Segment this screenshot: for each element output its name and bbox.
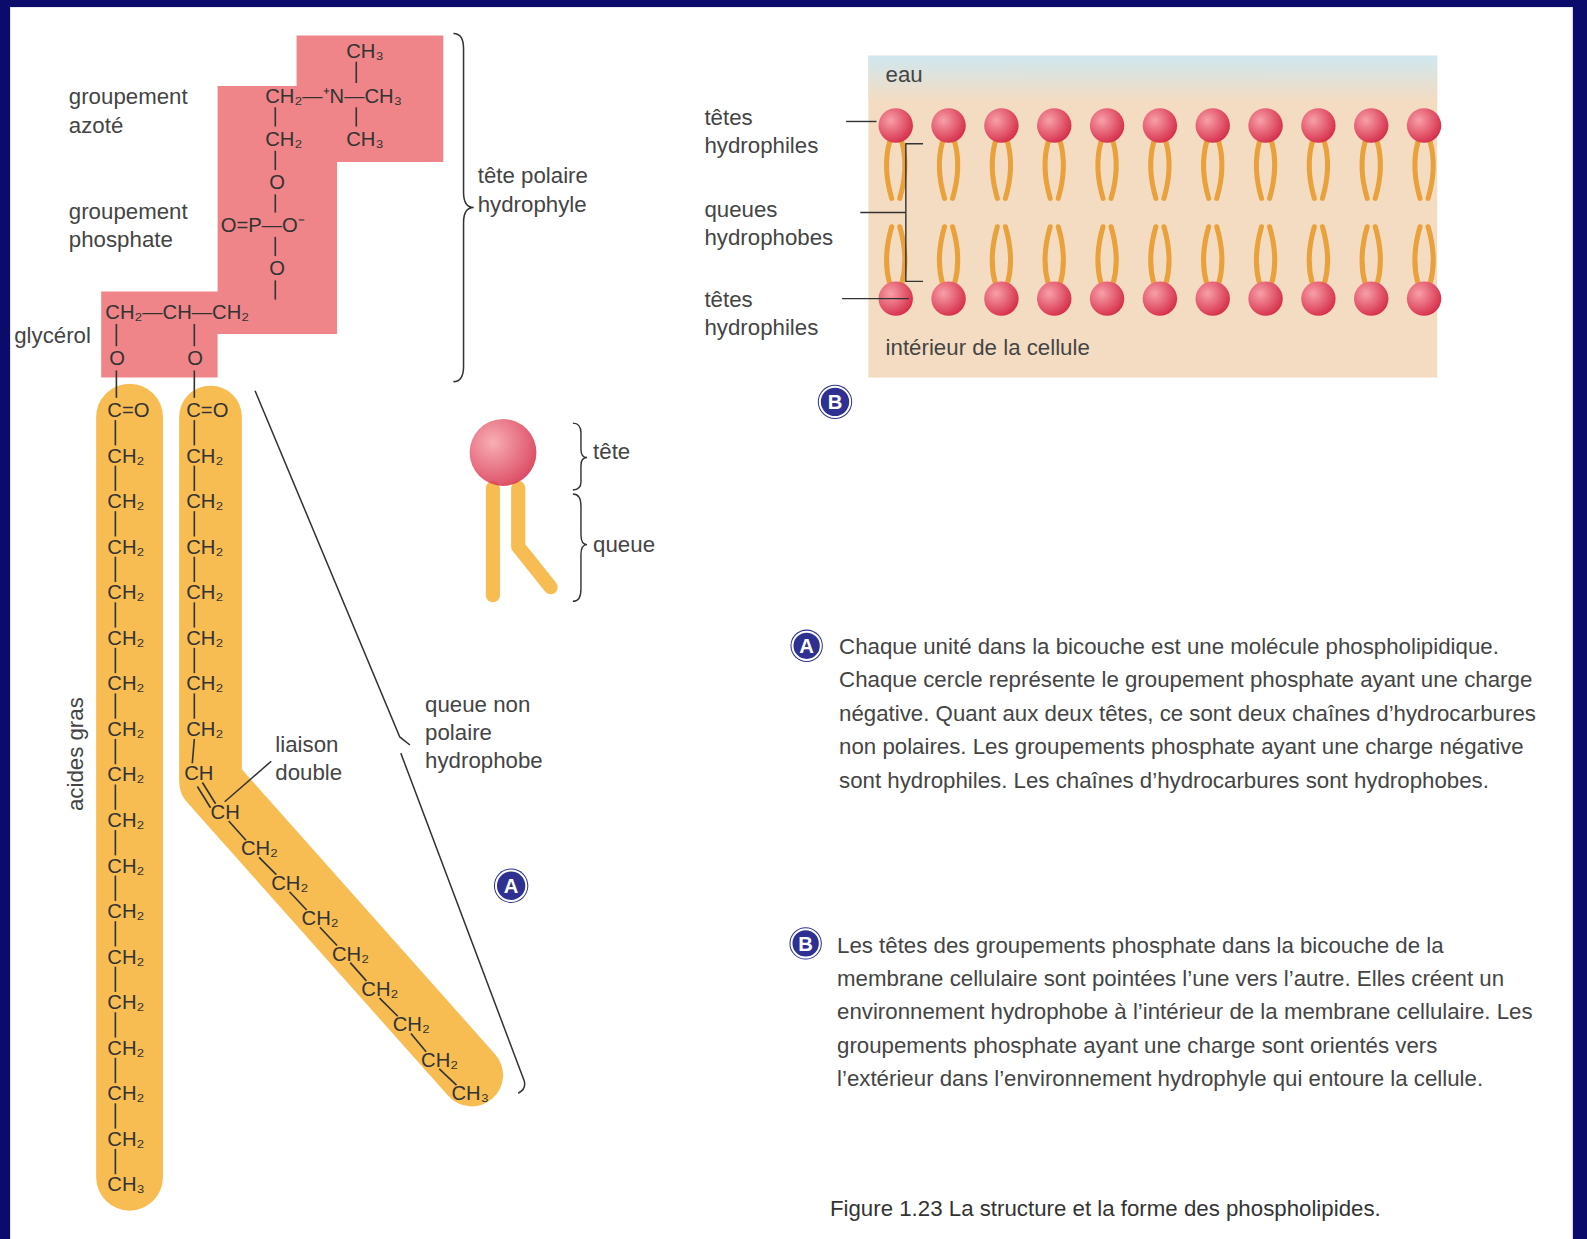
callout-badge: A [791,631,821,661]
chem-formula: CH₂ [107,990,144,1014]
part-label: liaison double [275,731,386,788]
chem-formula: O [109,346,125,370]
membrane-bilayer [868,56,1441,378]
chem-formula: CH₂ [361,977,398,1001]
callout-badge: A [495,870,527,902]
part-label: groupement phosphate [69,197,221,254]
chem-formula: CH₂ [107,899,144,923]
chem-formula: O=P—O⁻ [221,213,305,237]
callout-badge: B [790,928,820,958]
chem-formula: CH₂ [186,717,223,741]
chem-formula: CH₂ [107,944,144,968]
phospholipid-icon [470,419,587,601]
part-label: têtes hydrophiles [704,103,846,160]
part-label: queue non polaire hydrophobe [425,690,577,775]
chem-formula: CH₂ [107,671,144,695]
chem-formula: C=O [107,398,149,422]
part-label: acides gras [62,697,90,811]
part-label: queue [593,530,655,558]
chem-formula: CH₂ [107,534,144,558]
region-label: intérieur de la cellule [886,334,1090,362]
chem-formula: CH₂ [186,489,223,513]
badge-letter: B [828,392,843,412]
part-label: tête polaire hydrophyle [478,162,620,219]
chem-formula: O [269,170,285,194]
chem-formula: CH₂ [107,443,144,467]
chem-formula: CH₂ [271,871,308,895]
chem-formula: CH₃ [346,38,383,62]
chem-formula: CH₃ [346,127,383,151]
membrane-leaders [842,121,923,298]
chem-formula: CH₂—⁺N—CH₃ [265,84,402,108]
figure-caption: Figure 1.23 La structure et la forme des… [830,1194,1381,1222]
region-label: eau [886,61,923,89]
chem-formula: CH₂ [332,941,369,965]
part-label: tête [593,437,630,465]
part-label: groupement azoté [69,83,221,140]
badge-letter: A [799,636,814,656]
chem-formula: CH₂ [186,671,223,695]
chem-formula: CH₂ [186,626,223,650]
chem-formula: C=O [186,398,228,422]
part-label: glycérol [14,322,91,350]
fatty-acid-band [211,417,472,1075]
chem-formula: CH₂ [302,906,339,930]
chem-formula: CH₂ [107,853,144,877]
description-text: Les têtes des groupements phosphate dans… [837,928,1537,1095]
callout-badge: B [819,386,851,418]
chem-formula: CH₂ [107,717,144,741]
chem-formula: CH₂ [241,836,278,860]
chem-formula: CH₂ [107,762,144,786]
chem-formula: CH₂ [186,534,223,558]
part-label: queues hydrophobes [704,195,866,252]
part-label: têtes hydrophiles [704,285,846,342]
chem-formula: CH₂ [421,1048,458,1072]
chem-formula: CH₃ [107,1172,144,1196]
chem-formula: CH [184,761,213,785]
chem-formula: CH₂ [107,808,144,832]
chem-formula: CH₂ [107,580,144,604]
chem-formula: O [269,256,285,280]
chem-formula: CH₂ [107,1127,144,1151]
chem-formula: CH [211,800,240,824]
leader-line [225,761,272,801]
chem-formula: CH₂ [186,443,223,467]
chem-formula: CH₂ [393,1012,430,1036]
chem-formula: CH₃ [451,1081,488,1105]
description-text: Chaque unité dans la bicouche est une mo… [839,630,1539,797]
badge-letter: A [504,876,519,896]
fatty-acid-band [96,417,163,1177]
chem-formula: CH₂ [265,127,302,151]
chain-bonds [115,420,456,1174]
page-panel [10,7,1573,1239]
chem-formula: CH₂ [107,1036,144,1060]
badge-letter: B [798,933,813,953]
head-bracket [453,33,473,381]
chem-formula: CH₂ [186,580,223,604]
chem-formula: CH₂ [107,1081,144,1105]
chem-formula: O [187,346,203,370]
chem-formula: CH₂ [107,489,144,513]
chem-formula: CH₂ [107,626,144,650]
chem-formula: CH₂—CH—CH₂ [105,300,249,324]
